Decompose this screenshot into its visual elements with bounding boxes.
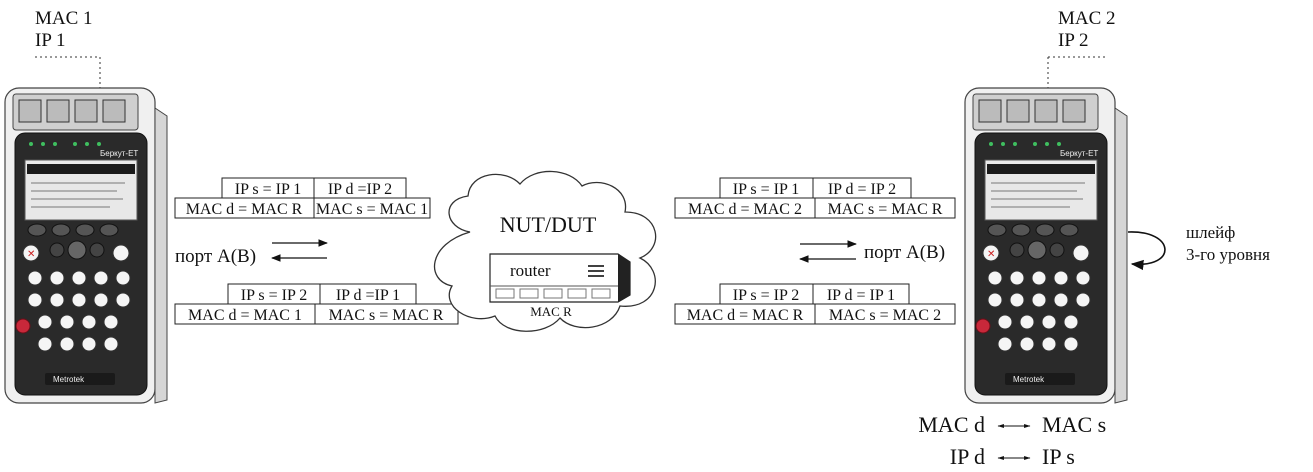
loop-arrow-icon <box>1127 231 1166 271</box>
left-brand-label: Беркут-ET <box>100 149 138 158</box>
cloud-icon: NUT/DUT router MAC R <box>433 170 657 332</box>
right-top-ip-s: IP s = IP 1 <box>733 181 800 198</box>
device-icon: Беркут-ET Metrotek <box>4 87 168 404</box>
left-bottom-ip-d: IP d =IP 1 <box>336 287 400 304</box>
right-brand-label: Беркут-ET <box>1060 149 1098 158</box>
left-bottom-mac-s: MAC s = MAC R <box>329 307 444 324</box>
frame-cell <box>314 303 459 325</box>
loopback-line2: 3-го уровня <box>1186 245 1270 264</box>
right-device: MAC 2 IP 2 Беркут-ET Metrotek <box>964 8 1128 404</box>
router-port <box>543 288 563 299</box>
left-ip-label: IP 1 <box>35 30 65 51</box>
left-top-mac-d: MAC d = MAC R <box>186 201 303 218</box>
left-port-label: порт A(B) <box>175 246 256 267</box>
right-top-frame: IP s = IP 1 IP d = IP 2 MAC d = MAC 2 MA… <box>674 177 956 219</box>
device-icon: Беркут-ET Metrotek <box>964 87 1128 404</box>
left-top-mac-s: MAC s = MAC 1 <box>316 201 428 218</box>
swap-mac-s: MAC s <box>1042 412 1106 437</box>
router-port <box>519 288 539 299</box>
left-footer-label: Metrotek <box>53 375 85 384</box>
router-side <box>618 254 630 302</box>
left-device: MAC 1 IP 1 Беркут-ET Metrotek <box>4 8 168 404</box>
router-label: router <box>510 261 551 280</box>
router-port <box>567 288 587 299</box>
frame-cell <box>814 197 956 219</box>
swap-ip-d: IP d <box>950 444 985 469</box>
right-ip-label: IP 2 <box>1058 30 1088 51</box>
left-top-frame: IP s = IP 1 IP d =IP 2 MAC d = MAC R MAC… <box>174 177 431 219</box>
router-mac-label: MAC R <box>530 304 572 319</box>
cloud-title: NUT/DUT <box>500 212 597 237</box>
left-link: IP s = IP 1 IP d =IP 2 MAC d = MAC R MAC… <box>174 177 459 325</box>
swap-mac-d: MAC d <box>918 412 985 437</box>
right-port-label: порт A(B) <box>864 242 945 263</box>
right-bottom-mac-s: MAC s = MAC 2 <box>829 307 941 324</box>
swap-ip-s: IP s <box>1042 444 1075 469</box>
frame-cell <box>814 303 956 325</box>
left-bottom-frame: IP s = IP 2 IP d =IP 1 MAC d = MAC 1 MAC… <box>174 283 459 325</box>
left-top-ip-s: IP s = IP 1 <box>235 181 302 198</box>
right-top-mac-s: MAC s = MAC R <box>828 201 943 218</box>
swap-legend: MAC d MAC s IP d IP s <box>918 412 1106 469</box>
right-link: IP s = IP 1 IP d = IP 2 MAC d = MAC 2 MA… <box>674 177 956 325</box>
right-bottom-ip-s: IP s = IP 2 <box>733 287 800 304</box>
right-mac-label: MAC 2 <box>1058 8 1116 29</box>
left-bottom-ip-s: IP s = IP 2 <box>241 287 308 304</box>
frame-cell <box>313 197 431 219</box>
left-bottom-mac-d: MAC d = MAC 1 <box>188 307 302 324</box>
right-bottom-mac-d: MAC d = MAC R <box>687 307 804 324</box>
loopback-line1: шлейф <box>1186 223 1235 242</box>
router-port <box>591 288 611 299</box>
left-mac-label: MAC 1 <box>35 8 93 29</box>
right-footer-label: Metrotek <box>1013 375 1045 384</box>
router-port <box>495 288 515 299</box>
right-bottom-ip-d: IP d = IP 1 <box>827 287 895 304</box>
right-top-ip-d: IP d = IP 2 <box>828 181 896 198</box>
right-bottom-frame: IP s = IP 2 IP d = IP 1 MAC d = MAC R MA… <box>674 283 956 325</box>
router-icon: router <box>489 253 631 303</box>
right-top-mac-d: MAC d = MAC 2 <box>688 201 802 218</box>
left-top-ip-d: IP d =IP 2 <box>328 181 392 198</box>
loopback: шлейф 3-го уровня <box>1127 223 1270 271</box>
